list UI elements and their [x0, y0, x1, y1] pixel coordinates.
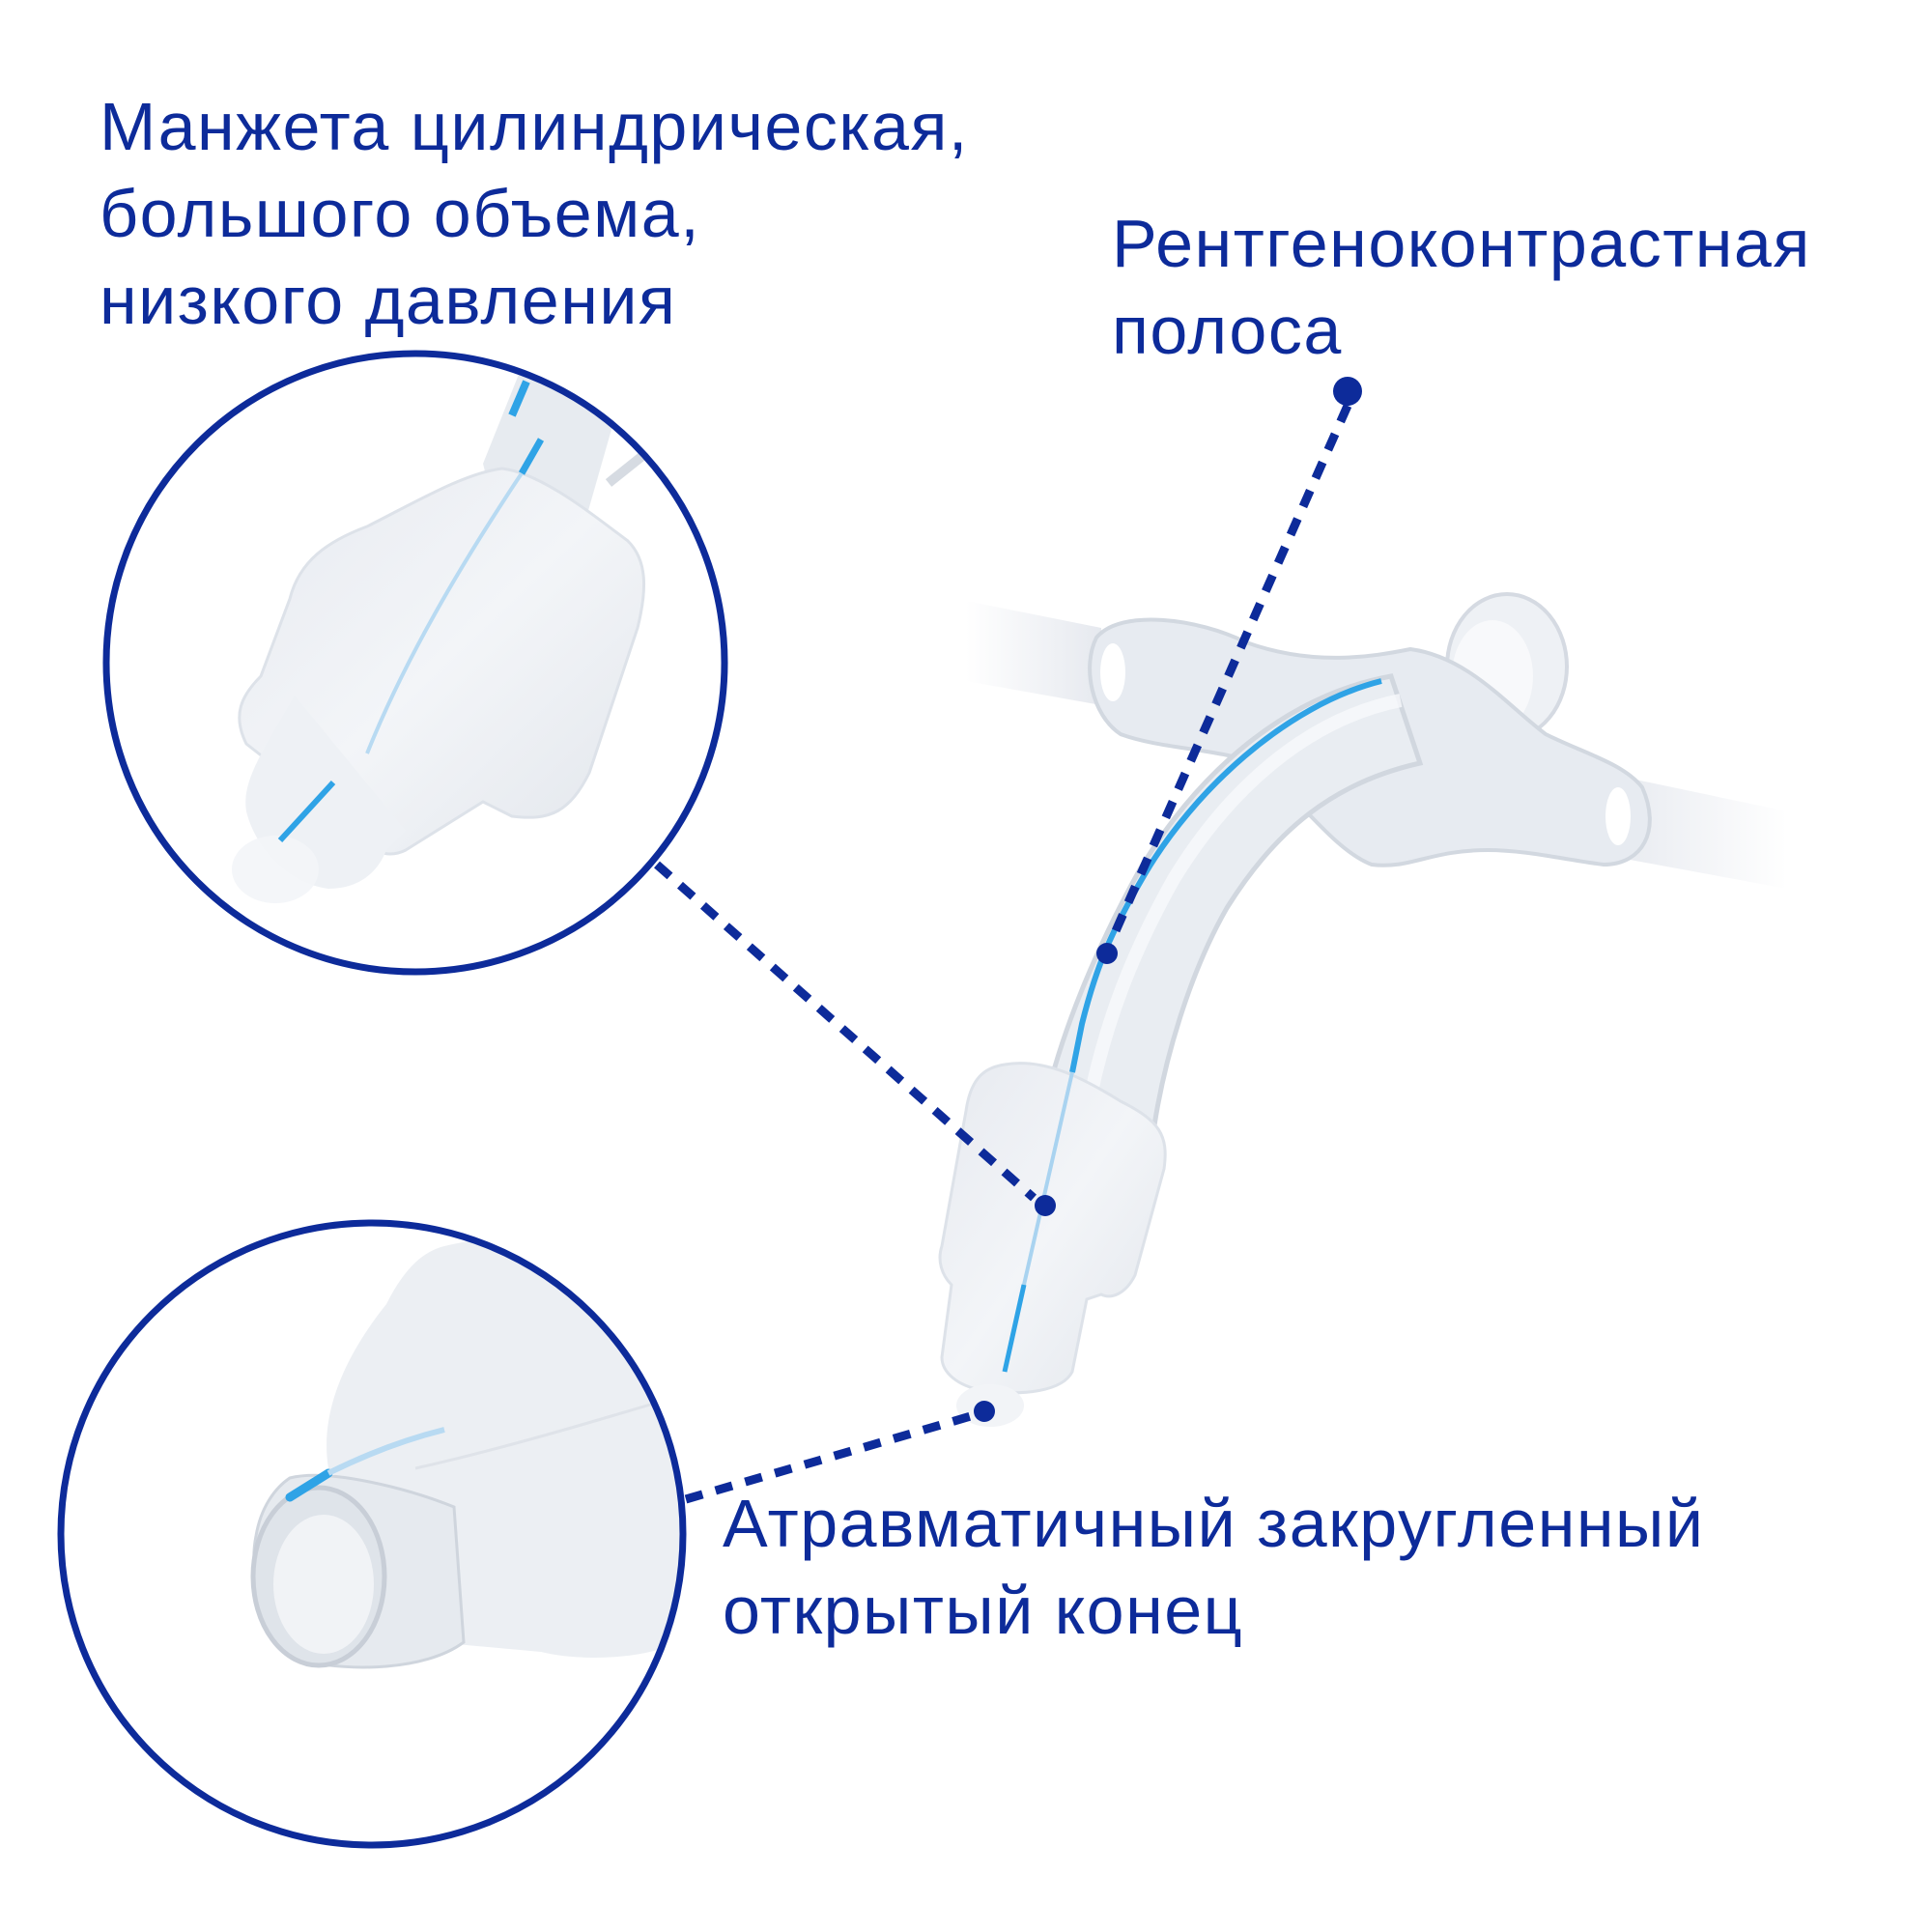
callout-lines — [654, 404, 1352, 1504]
tip-label-line-2: открытый конец — [723, 1573, 1244, 1648]
cuff-target-dot — [1035, 1195, 1056, 1216]
detail-circle-tip-outline — [57, 1219, 687, 1849]
cuff-label: Манжета цилиндрическая, большого объема,… — [99, 83, 969, 344]
detail-circle-tip — [57, 1219, 687, 1849]
detail-circle-cuff-outline — [102, 350, 728, 976]
stripe-callout-line — [1106, 404, 1352, 944]
cuff-label-line-3: низкого давления — [99, 263, 677, 338]
stripe-target-dot — [1096, 943, 1118, 964]
stripe-label: Рентгеноконтрастная полоса — [1112, 200, 1811, 374]
stripe-label-line-2: полоса — [1112, 293, 1343, 368]
detail-circle-cuff — [102, 350, 728, 976]
tracheostomy-tube — [938, 592, 1787, 1427]
tip-label: Атравматичный закругленный открытый коне… — [723, 1480, 1704, 1654]
radiopaque-stripe — [1069, 678, 1382, 1073]
cuff-callout-line — [654, 861, 1037, 1202]
stripe-label-dot — [1333, 377, 1362, 406]
cuff-label-line-1: Манжета цилиндрическая, — [99, 89, 969, 164]
callout-dots — [974, 377, 1362, 1422]
stripe-label-line-1: Рентгеноконтрастная — [1112, 206, 1811, 281]
tip-callout-line — [684, 1411, 973, 1504]
tip-target-dot — [974, 1401, 995, 1422]
tip-label-line-1: Атравматичный закругленный — [723, 1486, 1705, 1561]
cuff-label-line-2: большого объема, — [99, 176, 701, 251]
